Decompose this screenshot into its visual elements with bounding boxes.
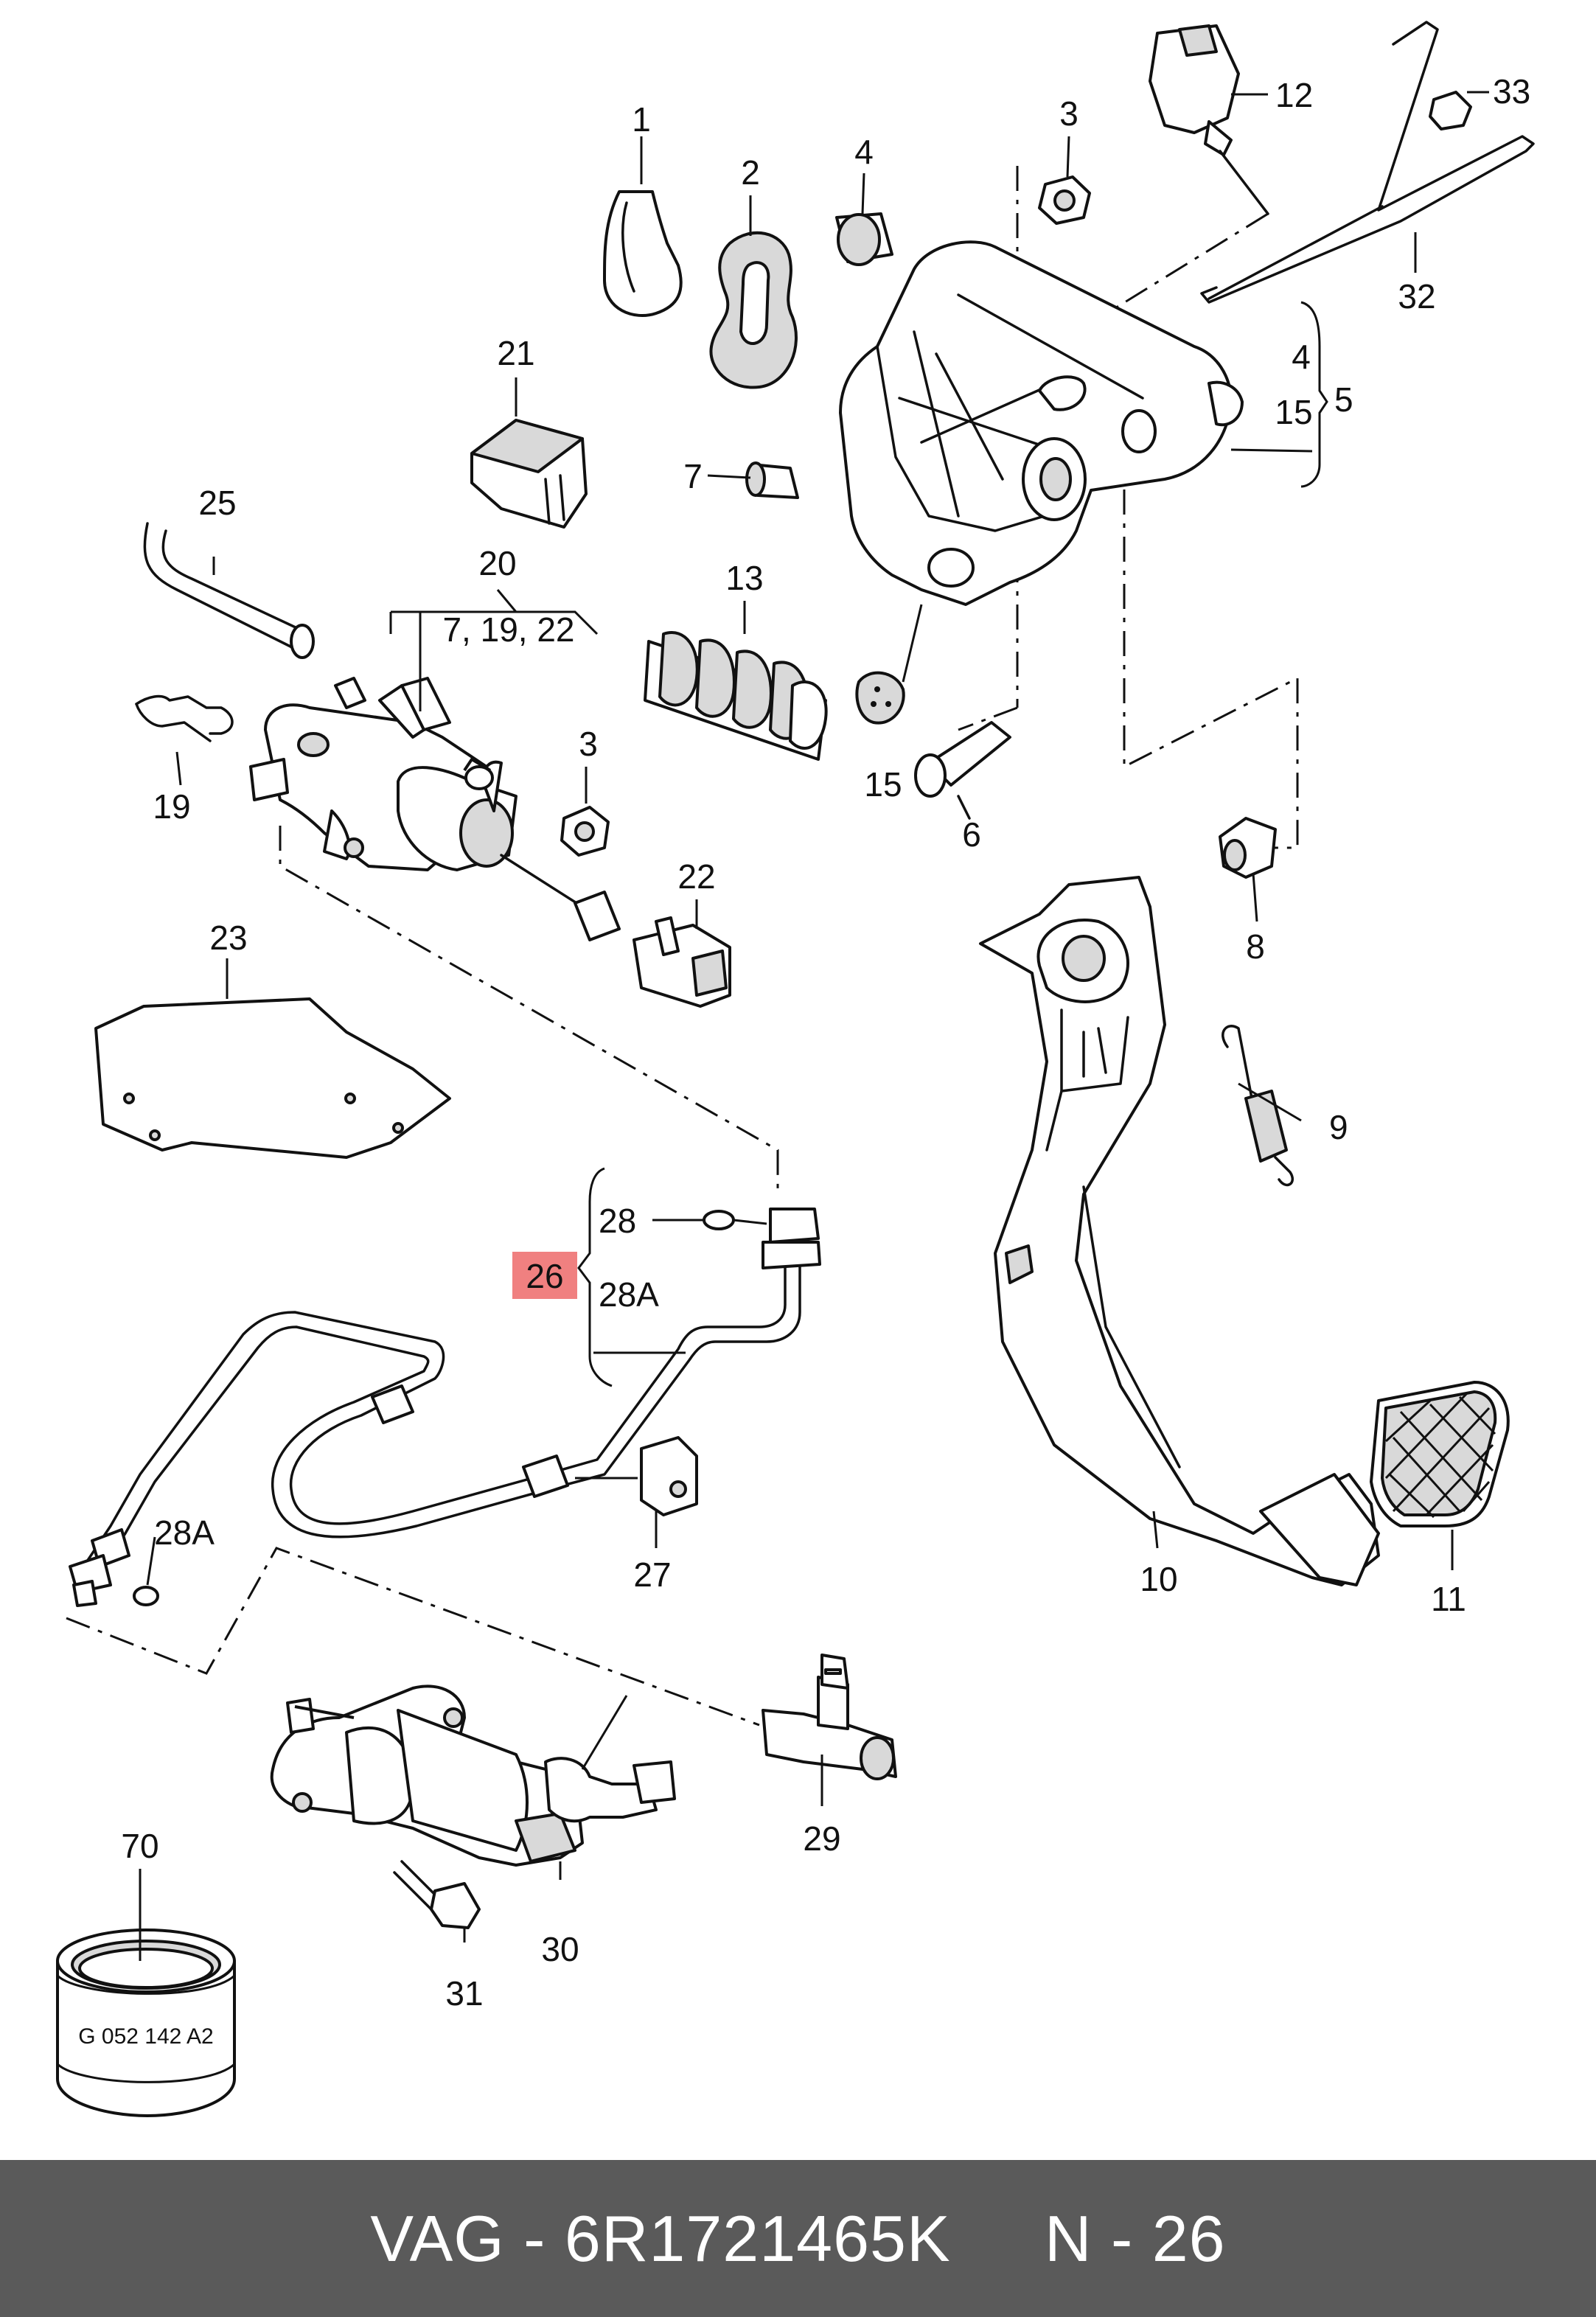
brace-26 (577, 1167, 613, 1387)
label-12: 12 (1275, 76, 1313, 114)
part-25-hose (143, 522, 366, 709)
label-leaders (139, 91, 1489, 1961)
label-21: 21 (497, 334, 534, 372)
label-28a-top: 28A (599, 1275, 659, 1314)
label-8: 8 (1246, 927, 1265, 966)
pedal-bracket (839, 240, 1244, 606)
part-31-bolt (393, 1860, 481, 1929)
part-2-gasket (709, 231, 798, 389)
part-3-nut (1038, 175, 1091, 225)
footer-part-number: VAG - 6R1721465K N - 26 (370, 2201, 1226, 2275)
label-30: 30 (541, 1930, 579, 1968)
label-28: 28 (599, 1202, 636, 1240)
part-1-clip (603, 190, 683, 317)
label-22: 22 (677, 857, 715, 896)
part-23-insulation-pad (94, 997, 451, 1159)
label-33: 33 (1493, 72, 1530, 111)
part-28a-washer (133, 1536, 159, 1606)
label-31: 31 (445, 1974, 483, 2013)
part-number-footer: VAG - 6R1721465K N - 26 (0, 2160, 1596, 2317)
part-26-hydraulic-line (69, 1208, 821, 1607)
label-20: 20 (478, 544, 516, 582)
part-9-return-spring (1222, 1025, 1294, 1187)
brace-5 (1300, 301, 1328, 488)
label-29: 29 (803, 1819, 840, 1858)
label-26: 26 (526, 1257, 563, 1295)
part-27-line-clip (575, 1436, 698, 1516)
label-4b: 4 (1292, 338, 1311, 376)
label-4a: 4 (854, 133, 874, 171)
part-32-bracket (1200, 21, 1535, 304)
part-13-spring (644, 631, 828, 761)
part-70-grease-tin: G 052 142 A2 (56, 1928, 236, 2117)
label-3a: 3 (1059, 94, 1078, 133)
part-10-clutch-pedal (979, 876, 1380, 1586)
label-19: 19 (153, 787, 190, 826)
label-28a-bottom: 28A (154, 1513, 215, 1552)
label-13: 13 (725, 559, 763, 597)
part-4-bush (835, 212, 893, 266)
part-3-nut-lower (560, 806, 610, 857)
exploded-parts-diagram: G 052 142 A2 1 2 4 3 12 (56, 21, 1535, 2117)
leader-5 (1230, 448, 1313, 453)
highlight-26 (512, 1252, 577, 1299)
part-21-relay (470, 419, 588, 529)
label-9: 9 (1329, 1108, 1348, 1146)
label-5: 5 (1334, 380, 1353, 419)
label-70: 70 (121, 1827, 158, 1865)
part-12-switch (1149, 24, 1269, 215)
part-20-master-cylinder (249, 677, 621, 941)
label-2: 2 (741, 153, 760, 192)
part-8-bush (1219, 817, 1277, 879)
part-28-washer (652, 1210, 767, 1230)
label-23: 23 (209, 919, 247, 957)
part-15-cup (855, 671, 905, 725)
part-11-pedal-pad (1370, 1381, 1510, 1527)
part-6-pin (914, 721, 1011, 820)
label-10: 10 (1140, 1560, 1177, 1598)
label-6: 6 (962, 815, 981, 854)
label-15a: 15 (1275, 393, 1312, 431)
label-15b: 15 (864, 765, 902, 804)
label-25: 25 (198, 484, 236, 522)
part-33-clip-nut (1429, 91, 1472, 130)
part-7-sleeve (707, 461, 799, 499)
part-30-slave-cylinder (270, 1684, 676, 1880)
label-20-sub: 7, 19, 22 (442, 610, 574, 649)
label-1: 1 (632, 100, 651, 139)
part-22-clip (633, 916, 731, 1008)
label-11: 11 (1431, 1580, 1466, 1618)
part-29-bleed-tee (762, 1654, 897, 1806)
label-32: 32 (1398, 277, 1435, 316)
label-3b: 3 (579, 725, 598, 763)
label-7: 7 (683, 457, 703, 495)
label-27: 27 (633, 1555, 671, 1594)
part-19-spring-clip (135, 694, 234, 742)
part-labels: 1 2 4 3 12 33 32 4 15 5 21 7 25 20 7, 19… (121, 72, 1530, 2013)
part-marking: G 052 142 A2 (78, 2024, 214, 2049)
